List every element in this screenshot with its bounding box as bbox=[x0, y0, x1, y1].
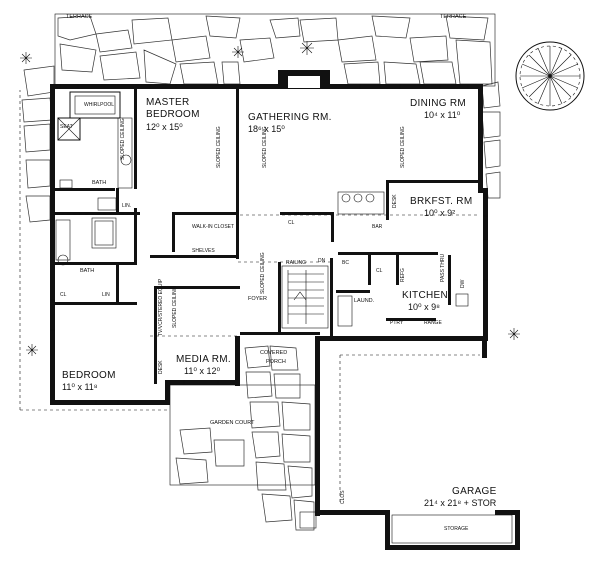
covered-porch-label-1: COVERED bbox=[260, 350, 287, 356]
exterior-walls bbox=[50, 70, 488, 516]
kitchen-title: KITCHEN bbox=[402, 290, 448, 301]
lin-lower-label: LIN bbox=[102, 292, 110, 298]
master-bedroom-title-1: MASTER bbox=[146, 97, 189, 108]
whirlpool-label: WHIRLPOOL bbox=[84, 102, 114, 108]
garden-court-stonework bbox=[169, 345, 317, 531]
walk-in-closet-label: WALK-IN CLOSET bbox=[192, 224, 234, 230]
covered-porch-label-2: PORCH bbox=[266, 359, 286, 365]
tv-stereo-label: TV/VCR/STEREO EQUIP bbox=[158, 278, 164, 336]
ceiling-lines bbox=[55, 213, 480, 337]
garage-title: GARAGE bbox=[452, 486, 497, 497]
sloped-ceiling-note: SLOPED CEILING bbox=[400, 126, 406, 168]
gathering-rm-dim: 18⁶ x 15⁰ bbox=[248, 124, 285, 134]
sloped-ceiling-note: SLOPED CEILING bbox=[120, 118, 126, 160]
desk-media-label: DESK bbox=[158, 360, 164, 374]
ptry-label: PTRY bbox=[390, 320, 404, 326]
dw-label: DW bbox=[460, 279, 466, 288]
desk-upper-label: DESK bbox=[392, 194, 398, 208]
bath-lower-label: BATH bbox=[80, 268, 94, 274]
master-bedroom-title-2: BEDROOM bbox=[146, 109, 200, 120]
shrub-icon bbox=[20, 41, 520, 356]
cl-lower-left-label: CL bbox=[60, 292, 67, 298]
railing-label: RAILING bbox=[286, 260, 306, 266]
sloped-ceiling-note: SLOPED CEILING bbox=[216, 126, 222, 168]
bedroom-dim: 11⁰ x 11⁸ bbox=[62, 382, 98, 392]
storage-label: STORAGE bbox=[444, 526, 469, 532]
tree-icon bbox=[515, 41, 585, 111]
brkfst-rm-title: BRKFST. RM bbox=[410, 196, 472, 207]
room-labels: WHIRLPOOL SEAT MASTER BEDROOM 12⁰ x 15⁰ … bbox=[60, 97, 497, 532]
bar-label: BAR bbox=[372, 224, 383, 230]
refg-label: REFG bbox=[400, 268, 406, 282]
cl-kitchen-label: CL bbox=[376, 268, 383, 274]
window-marks bbox=[50, 84, 488, 405]
terrace-right-label: TERRACE bbox=[440, 14, 467, 20]
shelves-label: SHELVES bbox=[192, 248, 215, 254]
bc-label: BC bbox=[342, 260, 349, 266]
dining-rm-title: DINING RM bbox=[410, 98, 466, 109]
foyer-label: FOYER bbox=[248, 296, 267, 302]
staircase bbox=[281, 265, 329, 329]
ground-edge bbox=[19, 90, 170, 411]
sloped-ceiling-note: SLOPED CEILING bbox=[172, 286, 178, 328]
interior-walls bbox=[55, 89, 483, 384]
master-bedroom-dim: 12⁰ x 15⁰ bbox=[146, 122, 183, 132]
sloped-ceiling-note: SLOPED CEILING bbox=[262, 126, 268, 168]
clos-label: CLOS bbox=[340, 490, 346, 504]
pass-thru-label: PASS THRU bbox=[440, 253, 446, 282]
kitchen-dim: 10⁰ x 9⁸ bbox=[408, 302, 440, 312]
garage-dim: 21⁴ x 21⁸ + STOR bbox=[424, 498, 497, 508]
brkfst-rm-dim: 10⁰ x 9² bbox=[424, 208, 455, 218]
range-label: RANGE bbox=[424, 320, 442, 326]
laund-label: LAUND. bbox=[354, 298, 375, 304]
terrace-left-label: TERRACE bbox=[66, 14, 93, 20]
seat-label: SEAT bbox=[60, 124, 73, 130]
lin-upper-label: LIN. bbox=[122, 203, 131, 209]
bedroom-title: BEDROOM bbox=[62, 370, 116, 381]
bath-upper-label: BATH bbox=[92, 180, 106, 186]
gathering-rm-title: GATHERING RM. bbox=[248, 112, 332, 123]
sloped-ceiling-note: SLOPED CEILING bbox=[260, 252, 266, 294]
dining-rm-dim: 10⁴ x 11⁰ bbox=[424, 110, 461, 120]
bath-fixtures bbox=[55, 91, 469, 327]
garden-court-label: GARDEN COURT bbox=[210, 420, 255, 426]
media-rm-dim: 11⁰ x 12⁰ bbox=[184, 366, 220, 376]
cl-center-label: CL bbox=[288, 220, 295, 226]
garage-walls bbox=[315, 338, 520, 550]
media-rm-title: MEDIA RM. bbox=[176, 354, 231, 365]
dn-label: DN bbox=[318, 258, 326, 264]
